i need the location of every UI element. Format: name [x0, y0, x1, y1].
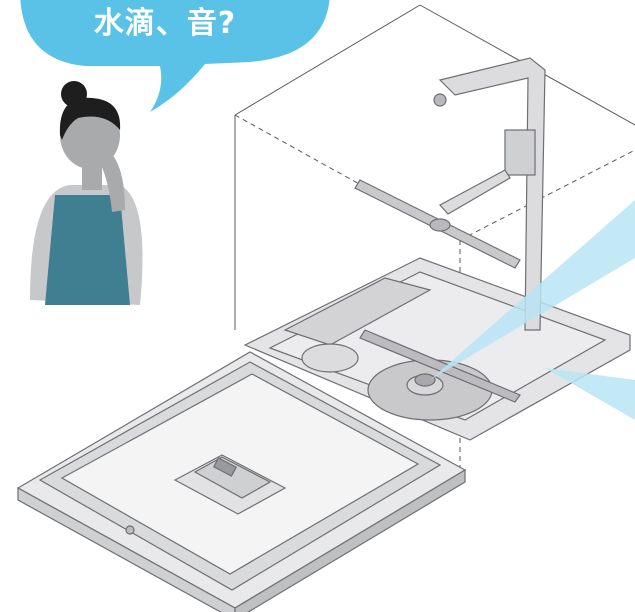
speech-bubble-text: 水滴、音?	[40, 4, 290, 44]
woman-thinking-icon	[30, 81, 143, 305]
